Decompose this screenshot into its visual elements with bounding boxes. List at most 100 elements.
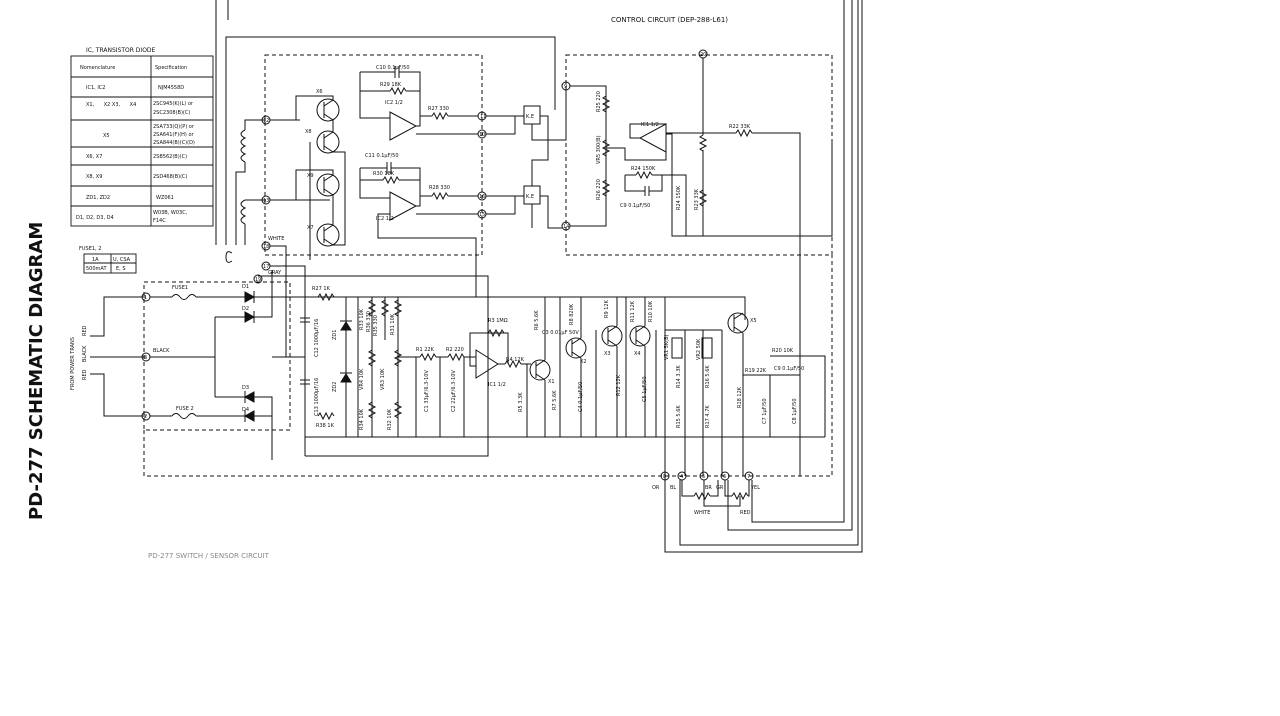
table-row-spec: 2SD468(B)(C) bbox=[153, 174, 188, 180]
resistor-label: R4 12K bbox=[506, 357, 525, 363]
cap-label: C7 1µF/50 bbox=[762, 398, 768, 424]
wire-label-red: RED bbox=[82, 369, 88, 380]
diode-d1 bbox=[244, 291, 256, 303]
resistor-label: R24 150K bbox=[631, 166, 656, 172]
amp-block-boundary bbox=[264, 54, 483, 256]
transistor-label: X4 bbox=[634, 351, 641, 357]
power-input-label: FROM POWER TRANS bbox=[70, 337, 76, 390]
resistor-label: R31 10K bbox=[390, 313, 396, 335]
resistor-label: R18 12K bbox=[737, 386, 743, 408]
fuse-table-cell: 1A bbox=[92, 257, 99, 263]
fuse-table-cell: U, CSA bbox=[113, 257, 131, 263]
ic-label: IC1 1/2 bbox=[488, 382, 506, 388]
power-block-boundary bbox=[143, 281, 291, 431]
resistor-label: R10 10K bbox=[648, 300, 654, 322]
transistor-label: X6 bbox=[316, 89, 323, 95]
fuse-table-cell: 500mAT bbox=[86, 266, 107, 272]
table-row-nom: IC1, IC2 bbox=[86, 85, 105, 91]
diode-label: D1 bbox=[242, 284, 249, 290]
resistor-label: R36 330 bbox=[366, 311, 372, 332]
relay-label: K.E bbox=[526, 194, 534, 200]
resistor-label: R5 3.3K bbox=[518, 392, 524, 412]
vr-label: VR4 10K bbox=[359, 368, 365, 390]
resistor-label: R17 4.7K bbox=[705, 405, 711, 428]
table-row-spec: 2SA641(F)(H) or bbox=[153, 132, 194, 138]
cap-label: C11 0.1µF/50 bbox=[365, 153, 399, 159]
terminal-number: 16 bbox=[479, 194, 485, 200]
table-row-nom: X8, X9 bbox=[86, 174, 102, 180]
transistor-x5: X5 bbox=[727, 312, 757, 334]
table-row-spec: NJM4558D bbox=[158, 85, 184, 91]
transistor-label: X1 bbox=[548, 379, 555, 385]
transistor-x3: X3 bbox=[601, 325, 623, 357]
resistor-label: R22 33K bbox=[729, 124, 751, 130]
diode-d3 bbox=[243, 391, 255, 403]
resistor-label: R38 1K bbox=[316, 423, 335, 429]
diode-label: D4 bbox=[242, 407, 249, 413]
resistor-label: R25 220 bbox=[596, 91, 602, 112]
terminal-number: 12 bbox=[263, 118, 269, 124]
cap-label: C10 0.1µF/50 bbox=[376, 65, 410, 71]
wire-label: GR bbox=[716, 485, 724, 491]
terminal-number: 17 bbox=[263, 264, 269, 270]
resistor-label: R33 10K bbox=[359, 308, 365, 330]
fuse-table-cell: E, S bbox=[116, 266, 126, 272]
cap-label: C12 1000µF/16 bbox=[314, 319, 320, 357]
wire-label: BL bbox=[670, 485, 676, 491]
resistor-label: R26 220 bbox=[596, 179, 602, 200]
zener-label: ZD1 bbox=[332, 330, 338, 340]
terminal-number: 10 bbox=[479, 132, 485, 138]
diode-label: D2 bbox=[242, 306, 249, 312]
cap-label: C2 22µF/6.3-10V bbox=[451, 370, 457, 412]
table-row-spec: W03B, W03C, bbox=[153, 210, 188, 216]
resistor-bank: R33 10K R36 330 R35 330 R31 10K VR4 10K … bbox=[359, 297, 403, 437]
terminal-number: 15 bbox=[479, 212, 485, 218]
resistor-label: R12 12K bbox=[616, 374, 622, 396]
vr-label: VR3 10K bbox=[380, 368, 386, 390]
terminal-number: 20 bbox=[700, 52, 706, 58]
transistor-label: X3 bbox=[604, 351, 611, 357]
wire-label-black: BLACK bbox=[82, 345, 88, 362]
table-row-spec: 2SB562(B)(C) bbox=[153, 154, 187, 160]
opamp-ic1-a bbox=[638, 123, 667, 153]
wire-label: BR bbox=[705, 485, 712, 491]
supply-rails: C12 1000µF/16 C13 1000µF/16 R27 1K R38 1… bbox=[258, 275, 825, 457]
resistor-label: R9 12K bbox=[604, 299, 610, 318]
terminal-number: 9 bbox=[564, 84, 567, 90]
fuse-2-label: FUSE 2 bbox=[176, 406, 194, 412]
vr-label: VR1 5K(B) bbox=[664, 334, 670, 360]
wire-label: YEL bbox=[750, 485, 760, 491]
vr-label: VR5 300(B) bbox=[596, 135, 602, 164]
resistor-label: R34 10K bbox=[359, 408, 365, 430]
terminal-number: 1 bbox=[144, 295, 147, 301]
fuse-table: FUSE1, 2 1A U, CSA 500mAT E, S bbox=[79, 246, 137, 274]
transistor-x7 bbox=[316, 223, 340, 247]
table-row-spec: 2SC2308(B)(C) bbox=[153, 110, 190, 116]
transistor-x1: X1 bbox=[529, 359, 555, 385]
opamp-ic1-b bbox=[475, 349, 499, 379]
zener-label: ZD2 bbox=[332, 382, 338, 392]
terminal-number: 4 bbox=[680, 474, 683, 480]
table-row-nom: D1, D2, D3, D4 bbox=[76, 215, 114, 221]
table-header-nom: Nomenclature bbox=[80, 65, 115, 71]
transistor-x6 bbox=[316, 98, 340, 122]
bottom-terminals: 8 4 5 6 7 OR BL BR GR YEL WHITE RED bbox=[652, 471, 760, 516]
wire-label-red: RED bbox=[82, 325, 88, 336]
resistor-label: R7 5.6K bbox=[552, 390, 558, 410]
transistor-x9 bbox=[316, 173, 340, 197]
opamp-ic2-a bbox=[389, 111, 418, 141]
table-row-spec: 2SC945(K)(L) or bbox=[153, 101, 194, 107]
table-row-spec: 2SA733(Q)(P) or bbox=[153, 124, 195, 130]
resistor-label: R1 22K bbox=[416, 347, 435, 353]
terminal-number: 2 bbox=[144, 414, 147, 420]
table-row-spec: F14C bbox=[153, 218, 166, 224]
terminal-number: 14 bbox=[563, 224, 569, 230]
control-circuit-title: CONTROL CIRCUIT (DEP-288-L61) bbox=[611, 16, 728, 24]
parts-table: IC, TRANSISTOR DIODE Nomenclature Specif… bbox=[70, 47, 214, 227]
resistor-label: R20 10K bbox=[772, 348, 794, 354]
table-row-spec: 2SA844(B)(C)(D) bbox=[153, 140, 195, 146]
resistor-label: R15 5.6K bbox=[676, 405, 682, 428]
wire-label: RED bbox=[740, 510, 751, 516]
fuse-1-label: FUSE1 bbox=[172, 285, 188, 291]
